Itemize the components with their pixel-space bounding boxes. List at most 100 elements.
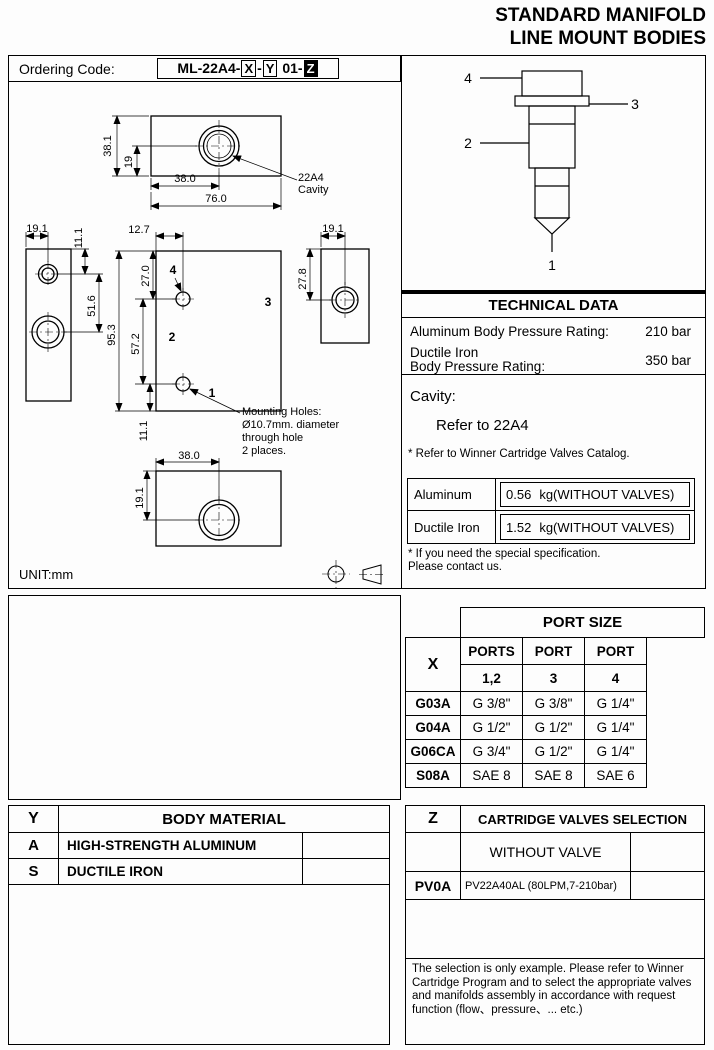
port-4-label: 4 (170, 263, 177, 277)
dim-side-hole-x: 19.1 (26, 223, 47, 235)
empty-panel (8, 595, 401, 800)
port-size-subheader-row: 1,2 3 4 (406, 664, 647, 692)
port-size-code: G06CA (405, 739, 461, 764)
port-size-sub3: 4 (584, 664, 647, 692)
dim-front-hole4-y: 27.0 (140, 265, 152, 286)
weight-value-cell-ductile: 1.52 kg(WITHOUT VALVES) (496, 511, 694, 543)
port-size-p4: G 1/4" (584, 715, 647, 740)
cartridge-code-empty (406, 833, 461, 872)
page-title-line1: STANDARD MANIFOLD (495, 5, 706, 26)
mounting-note-line3: through hole (242, 432, 303, 444)
port-size-p3: G 1/2" (522, 715, 585, 740)
cartridge-selection-without-valve: WITHOUT VALVE (461, 833, 631, 872)
special-spec-note: * If you need the special specification.… (408, 548, 600, 574)
port-size-p12: SAE 8 (460, 763, 523, 788)
port-size-p4: G 1/4" (584, 739, 647, 764)
valve-port-2: 2 (464, 135, 472, 151)
pressure-row-aluminum: Aluminum Body Pressure Rating: 210 bar (402, 318, 705, 345)
cartridge-selection-note: The selection is only example. Please re… (406, 958, 704, 1044)
port-size-code: G03A (405, 691, 461, 716)
weight-value-box-ductile: 1.52 kg(WITHOUT VALVES) (500, 514, 690, 540)
dim-side-hole-y: 11.1 (73, 228, 85, 249)
dim-side-hole-spacing: 51.6 (86, 295, 98, 316)
body-material-name-ductile: DUCTILE IRON (59, 859, 303, 885)
ordering-code-row: Ordering Code: ML-22A4-X-Y 01-Z (9, 56, 401, 82)
weight-material-ductile: Ductile Iron (408, 511, 496, 543)
port-size-p12: G 3/8" (460, 691, 523, 716)
right-side-dimensions (306, 232, 346, 301)
pressure-ratings: Aluminum Body Pressure Rating: 210 bar D… (402, 318, 705, 375)
mounting-note-line1: Mounting Holes: (242, 406, 322, 418)
port-size-code: S08A (405, 763, 461, 788)
body-material-code-a: A (9, 833, 59, 859)
ordering-code-label: Ordering Code: (19, 61, 115, 77)
weight-row-aluminum: Aluminum 0.56 kg(WITHOUT VALVES) (408, 479, 694, 511)
dimension-drawing: 38.1 19 38.0 76.0 22A4 Cavity 19.1 11.1 … (19, 115, 385, 588)
special-spec-note-line2: Please contact us. (408, 561, 502, 573)
code-mid: 01- (278, 60, 303, 76)
dim-top-port-x: 38.0 (174, 173, 195, 185)
port-size-p4: G 1/4" (584, 691, 647, 716)
cartridge-valves-table: Z CARTRIDGE VALVES SELECTION WITHOUT VAL… (405, 805, 705, 1045)
port-size-row-s08a: S08A SAE 8 SAE 8 SAE 6 (405, 763, 647, 788)
top-view-dimensions (112, 115, 298, 210)
valve-port-labels: 4 3 2 1 (464, 70, 639, 273)
dim-top-offset: 19 (123, 156, 135, 168)
left-side-dimensions (25, 232, 156, 412)
dim-front-hole1-y: 11.1 (138, 421, 150, 442)
pressure-label-ductile-line1: Ductile Iron (410, 345, 479, 360)
dim-bottom-hole-y: 19.1 (134, 487, 146, 508)
right-column: 4 3 2 1 TECHNICAL DATA Aluminum Body Pre… (401, 56, 705, 588)
body-material-title: BODY MATERIAL (59, 806, 389, 833)
dim-top-height: 38.1 (102, 135, 114, 156)
unit-label: UNIT:mm (19, 567, 73, 582)
mounting-note-line2: Ø10.7mm. diameter (242, 419, 340, 431)
port-size-row-g06ca: G06CA G 3/4" G 1/2" G 1/4" (405, 739, 647, 764)
top-view (150, 115, 282, 177)
valve-port-1: 1 (548, 257, 556, 273)
dim-bottom-port-x: 38.0 (178, 450, 199, 462)
code-z-box: Z (303, 60, 318, 77)
cavity-callout-line1: 22A4 (298, 172, 324, 184)
port-size-table: X PORTS PORT PORT 1,2 3 4 G03A G 3/8" G … (405, 637, 647, 788)
valve-profile (480, 70, 628, 252)
weight-value-ductile: 1.52 (506, 519, 532, 535)
body-material-empty-cell (303, 833, 389, 859)
port-size-code: G04A (405, 715, 461, 740)
port-size-sub1: 1,2 (460, 664, 523, 692)
port-size-row-g03a: G03A G 3/8" G 3/8" G 1/4" (405, 691, 647, 716)
cavity-note: * Refer to Winner Cartridge Valves Catal… (408, 448, 630, 460)
pressure-value-ductile: 350 bar (645, 352, 691, 368)
pressure-value-aluminum: 210 bar (645, 324, 691, 339)
code-y-box: Y (262, 60, 278, 77)
projection-symbol (322, 560, 385, 588)
valve-symbol-drawing: 4 3 2 1 (464, 70, 639, 273)
page-title: STANDARD MANIFOLD LINE MOUNT BODIES (495, 4, 706, 50)
port-size-col2: PORT (522, 637, 585, 665)
left-side-view (25, 248, 72, 402)
port-size-p3: SAE 8 (522, 763, 585, 788)
pressure-label-ductile-line2: Body Pressure Rating: (410, 359, 546, 374)
front-view-dimensions (135, 232, 241, 414)
pressure-label-ductile: Ductile Iron Body Pressure Rating: (410, 346, 545, 374)
port-size-col3: PORT (584, 637, 647, 665)
dim-front-hole-x: 12.7 (128, 224, 149, 236)
weight-value-aluminum: 0.56 (506, 487, 532, 502)
port-3-label: 3 (265, 295, 272, 309)
port-size-p3: G 3/8" (522, 691, 585, 716)
drawing-labels: 38.1 19 38.0 76.0 22A4 Cavity 19.1 11.1 … (19, 135, 344, 582)
dim-front-height: 95.3 (106, 324, 118, 345)
port-size-p12: G 1/2" (460, 715, 523, 740)
cartridge-empty-cell (631, 872, 704, 900)
weight-value-box-aluminum: 0.56 kg(WITHOUT VALVES) (500, 482, 690, 507)
code-prefix: ML-22A4- (177, 60, 241, 76)
bottom-view-dimensions (143, 458, 220, 521)
weight-row-ductile: Ductile Iron 1.52 kg(WITHOUT VALVES) (408, 511, 694, 543)
dim-top-width: 76.0 (205, 193, 226, 205)
dim-right-hole-y: 27.8 (297, 268, 309, 289)
port-size-col1: PORTS (460, 637, 523, 665)
page-title-line2: LINE MOUNT BODIES (509, 28, 706, 49)
dim-right-hole-x: 19.1 (322, 223, 343, 235)
cavity-value: Refer to 22A4 (436, 417, 529, 434)
